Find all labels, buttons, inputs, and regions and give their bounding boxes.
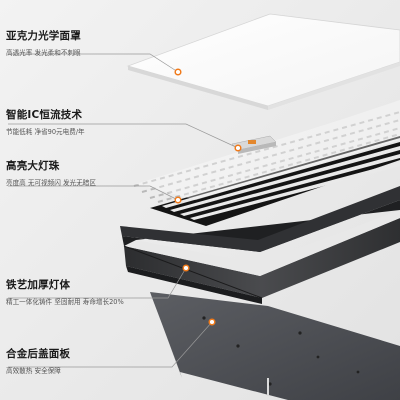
callout-title: 亚克力光学面罩 (6, 30, 81, 42)
callout-desc: 亮度高 无可视频闪 发光无暗区 (6, 179, 96, 187)
leader-dots (174, 68, 242, 326)
callout-title: 智能IC恒流技术 (6, 109, 83, 121)
orange-dot-icon (208, 318, 216, 326)
orange-dot-icon (174, 196, 182, 204)
leader-lines (8, 53, 239, 368)
iron-frame-part (120, 186, 400, 304)
callout-back-panel: 合金后盖面板 高效散热 安全保障 (6, 346, 176, 375)
callout-acrylic-cover: 亚克力光学面罩 高透光率 发光柔和不刺眼 (6, 28, 176, 57)
callout-desc: 精工一体化铸件 坚固耐用 寿命增长20% (6, 298, 124, 306)
orange-dot-icon (234, 144, 242, 152)
callout-ic-driver: 智能IC恒流技术 节能低耗 净省90元电费/年 (6, 107, 176, 136)
orange-dot-icon (174, 68, 182, 76)
orange-dot-icon (182, 264, 190, 272)
callout-title: 高亮大灯珠 (6, 160, 60, 172)
callout-iron-body: 铁艺加厚灯体 精工一体化铸件 坚固耐用 寿命增长20% (6, 277, 176, 306)
callout-desc: 高透光率 发光柔和不刺眼 (6, 49, 81, 57)
led-beads-part (133, 111, 400, 203)
callout-desc: 节能低耗 净省90元电费/年 (6, 128, 85, 136)
acrylic-cover-part (126, 13, 400, 110)
callout-desc: 高效散热 安全保障 (6, 367, 61, 375)
led-board-part (150, 136, 400, 226)
callout-title: 铁艺加厚灯体 (6, 279, 71, 291)
callout-title: 合金后盖面板 (6, 348, 71, 360)
callout-led-beads: 高亮大灯珠 亮度高 无可视频闪 发光无暗区 (6, 158, 176, 187)
led-glow (136, 100, 400, 200)
